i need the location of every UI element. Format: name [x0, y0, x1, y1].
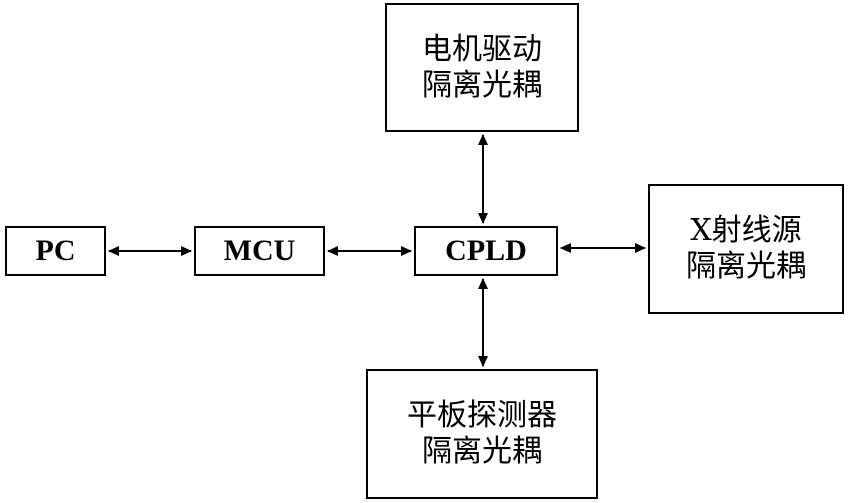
- xray-node-line-1: X射线源: [690, 213, 802, 248]
- xray-source-optocoupler-node: X射线源 隔离光耦: [648, 184, 844, 314]
- pc-node: PC: [5, 226, 106, 276]
- motor-node-line-1: 电机驱动: [422, 31, 542, 67]
- flat-node-line-2: 隔离光耦: [422, 434, 542, 469]
- motor-driver-optocoupler-node: 电机驱动 隔离光耦: [385, 3, 579, 132]
- mcu-node: MCU: [194, 226, 325, 276]
- cpld-node-label: CPLD: [445, 234, 527, 267]
- motor-node-line-2: 隔离光耦: [422, 67, 542, 103]
- cpld-node: CPLD: [414, 226, 558, 276]
- flat-panel-detector-optocoupler-node: 平板探测器 隔离光耦: [366, 369, 598, 499]
- pc-node-label: PC: [35, 234, 76, 267]
- flat-node-line-1: 平板探测器: [407, 398, 557, 433]
- mcu-node-label: MCU: [223, 234, 296, 267]
- xray-node-line-2: 隔离光耦: [686, 249, 806, 284]
